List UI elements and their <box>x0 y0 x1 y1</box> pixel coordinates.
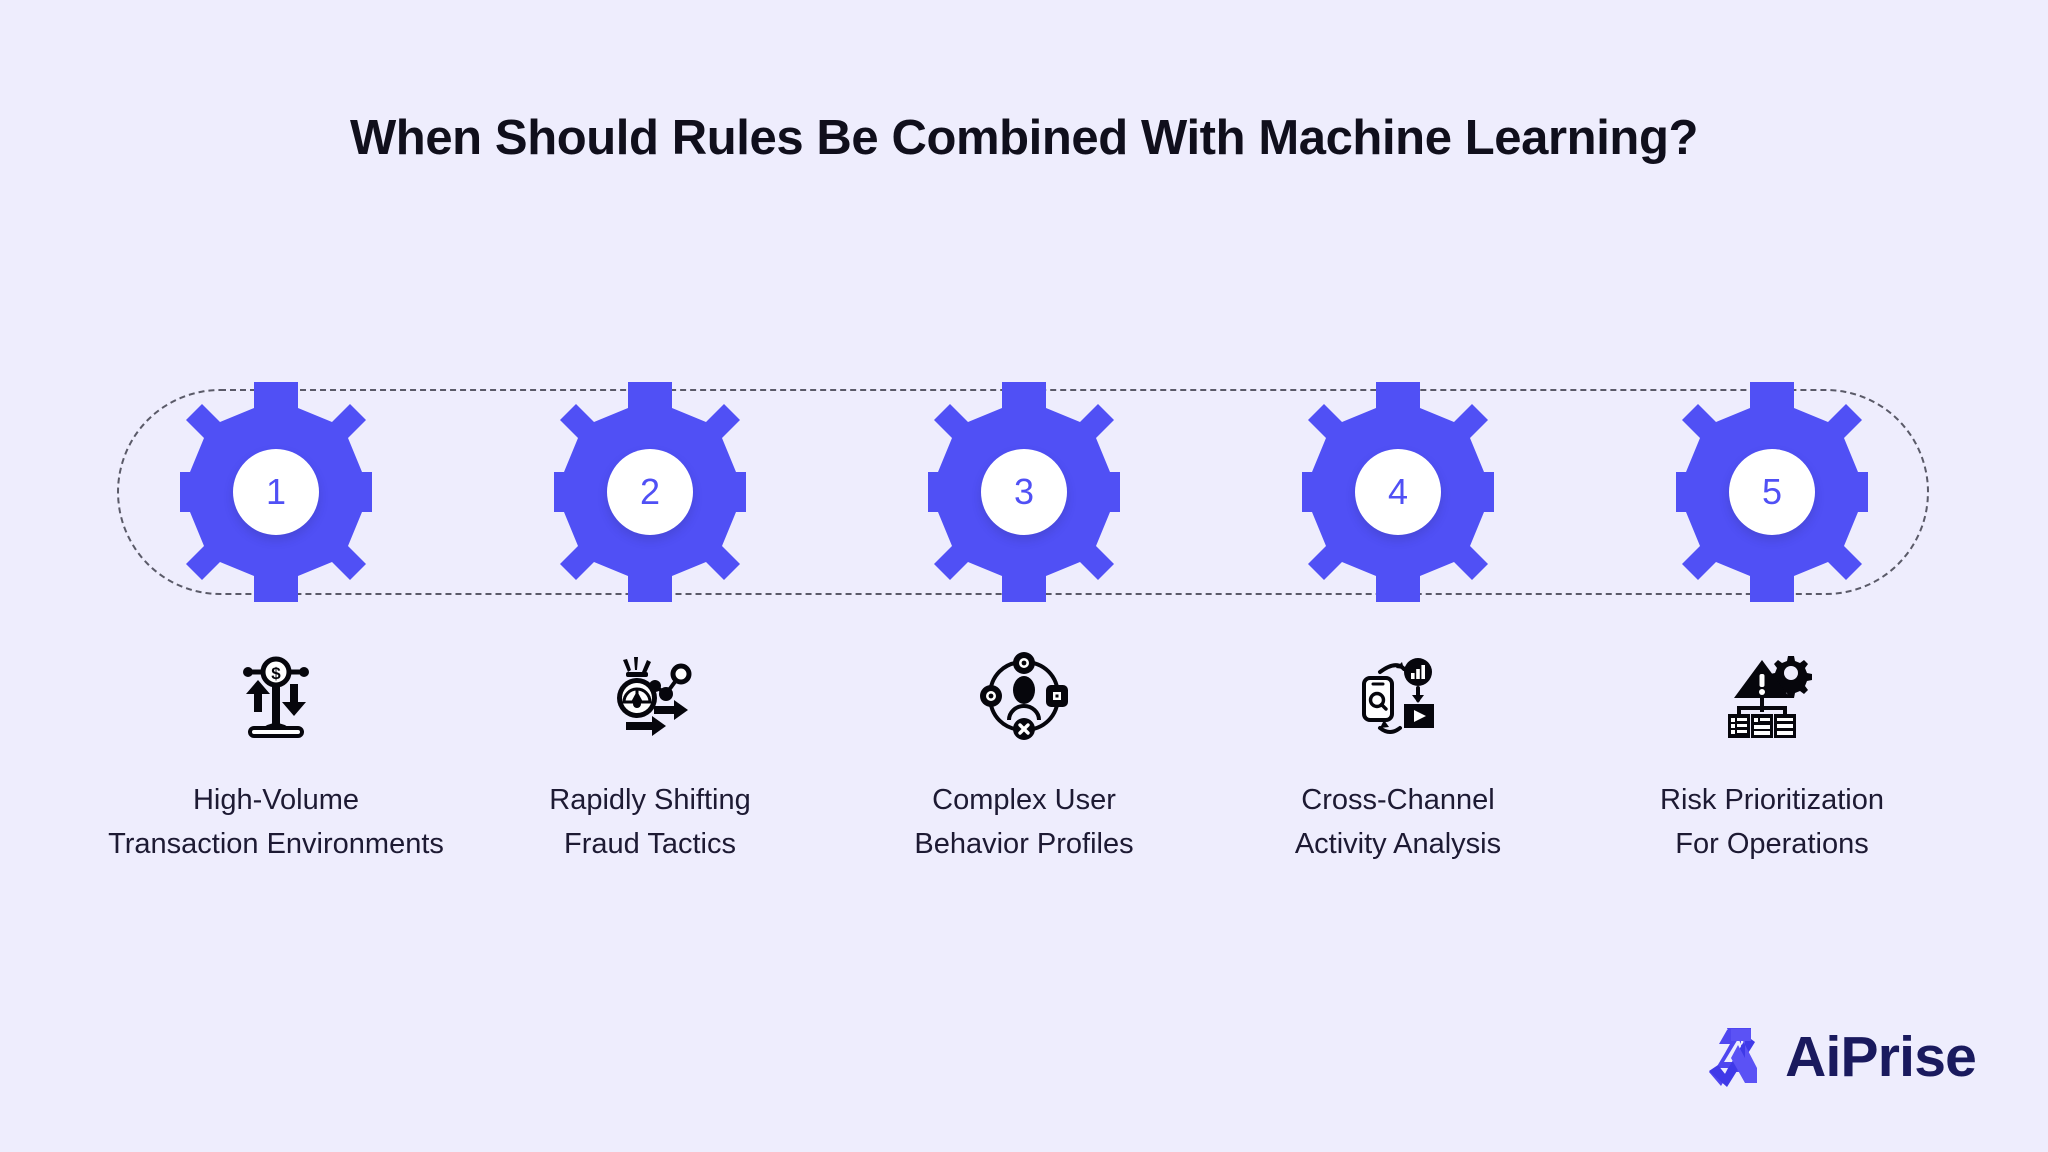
step-label-4: Cross-Channel Activity Analysis <box>1294 784 1502 860</box>
aiprise-logo[interactable]: AiPrise <box>1705 1024 1977 1090</box>
step-item-4: Cross-Channel Activity Analysis <box>1295 648 1501 866</box>
step-item-1: $ High-Volume Transaction Environments <box>108 648 444 866</box>
step-item-3: Complex User Behavior Profiles <box>914 648 1134 866</box>
gear-hub-2: 2 <box>607 449 693 535</box>
gear-number-5: 5 <box>1761 471 1783 512</box>
gear-step-2[interactable]: 2 <box>554 382 746 602</box>
step-label-5: Risk Prioritization For Operations <box>1660 784 1884 860</box>
cross-channel-cycle-icon <box>1348 648 1448 744</box>
gear-step-1[interactable]: 1 <box>180 382 372 602</box>
gear-step-3[interactable]: 3 <box>928 382 1120 602</box>
page-title: When Should Rules Be Combined With Machi… <box>349 111 1699 165</box>
aiprise-logo-text: AiPrise <box>1785 1024 1977 1089</box>
gear-hub-5: 5 <box>1729 449 1815 535</box>
gear-number-1: 1 <box>265 471 287 512</box>
step-label-1: High-Volume Transaction Environments <box>108 784 444 860</box>
step-label-2: Rapidly Shifting Fraud Tactics <box>549 784 751 860</box>
step-item-5: Risk Prioritization For Operations <box>1660 648 1884 866</box>
gear-number-3: 3 <box>1013 471 1035 512</box>
gear-hub-4: 4 <box>1355 449 1441 535</box>
risk-alert-priority-icon <box>1722 648 1822 744</box>
fraud-tactics-shift-icon <box>600 648 700 744</box>
gear-number-2: 2 <box>639 471 661 512</box>
step-label-3: Complex User Behavior Profiles <box>914 784 1134 860</box>
svg-text:$: $ <box>271 664 281 683</box>
aiprise-logo-mark <box>1709 1028 1758 1087</box>
gear-step-5[interactable]: 5 <box>1676 382 1868 602</box>
gear-step-4[interactable]: 4 <box>1302 382 1494 602</box>
gear-row: 1 2 3 4 5 <box>0 382 2048 602</box>
gear-hub-1: 1 <box>233 449 319 535</box>
steps-detail-row: $ High-Volume Transaction Environments <box>0 648 2048 866</box>
step-item-2: Rapidly Shifting Fraud Tactics <box>549 648 751 866</box>
transaction-volume-balance-icon: $ <box>226 648 326 744</box>
gear-hub-3: 3 <box>981 449 1067 535</box>
gear-number-4: 4 <box>1387 471 1409 512</box>
user-behavior-network-icon <box>974 648 1074 744</box>
